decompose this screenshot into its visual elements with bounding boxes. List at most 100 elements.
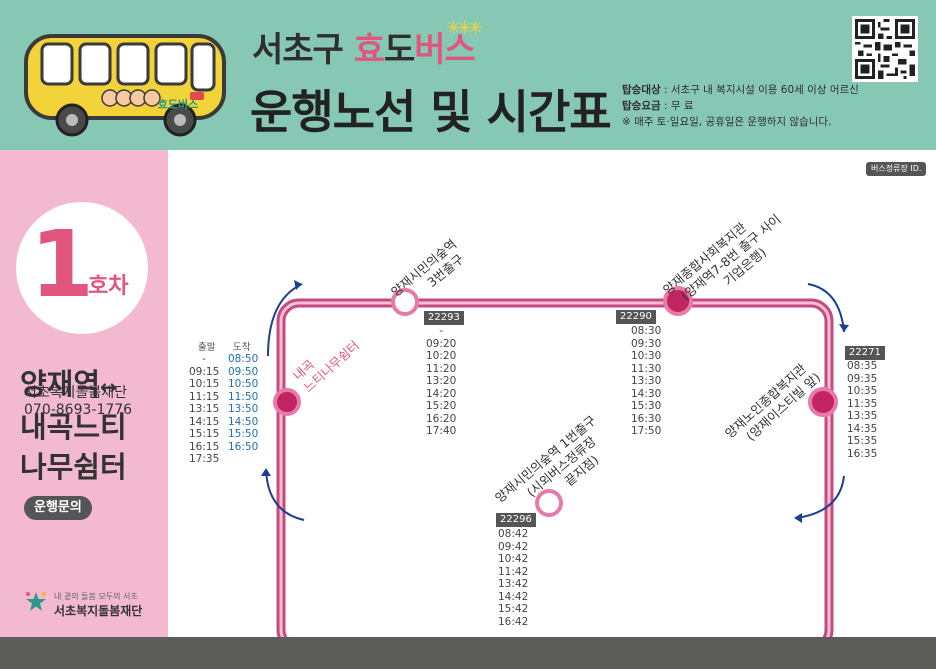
direction-arrow-sw: [265, 469, 305, 521]
page-title: 운행노선 및 시간표: [250, 85, 612, 139]
stop-22271-time: 14:35: [847, 422, 878, 435]
stop-22293-time: 15:20: [426, 400, 457, 412]
origin-arrive-time: 16:50: [228, 440, 259, 453]
brand-prefix: 서초구: [252, 30, 354, 70]
stop-marker-22290: [663, 286, 693, 316]
route-loop-inner: [279, 301, 831, 637]
origin-depart-time: 14:15: [189, 415, 220, 428]
service-notice: ※ 매주 토·일요일, 공휴일은 운행하지 않습니다.: [622, 116, 832, 128]
route-name-line3: 나무쉼터: [20, 450, 127, 484]
brand-do: 도: [383, 30, 415, 70]
inquiry-phone[interactable]: 070-8693-1776: [24, 402, 133, 418]
origin-arrive-time: 09:50: [228, 365, 259, 378]
bus-illustration: 효도버스: [24, 34, 226, 137]
stop-22296-time: 14:42: [498, 590, 529, 603]
stop-22271-time: 13:35: [847, 410, 878, 422]
direction-arrow-se: [795, 475, 845, 519]
origin-depart-time: 11:15: [189, 390, 220, 403]
origin-arrive-time: 15:50: [228, 428, 259, 440]
brand-bus: 버스: [414, 30, 476, 70]
stop-22290-time: 16:30: [631, 412, 662, 425]
stop-22271-time: 11:35: [847, 397, 878, 410]
stop-22296-time: 15:42: [498, 603, 529, 615]
foundation-slogan: 내 곁의 돌봄 모두의 서초: [54, 592, 138, 601]
inquiry-org: 서초복지돌봄재단: [24, 385, 128, 401]
fare-value: : 무 료: [660, 100, 694, 112]
stop-22293-time: 14:20: [426, 387, 457, 400]
boarding-info: 탑승대상 : 서초구 내 복지시설 이용 60세 이상 어르신 탑승요금 : 무…: [622, 82, 859, 130]
stop-22290-time: 08:30: [631, 325, 662, 337]
footer-band: [0, 637, 936, 669]
stop-22290-time: 14:30: [631, 387, 662, 400]
brand-title: 서초구 효도버스: [252, 22, 476, 71]
stop-22271-time: 10:35: [847, 385, 878, 397]
route-number: 1: [30, 211, 95, 318]
origin-depart-time: 13:15: [189, 403, 220, 415]
target-label: 탑승대상: [622, 84, 661, 96]
foundation-logo-icon: [26, 592, 46, 611]
stop-marker-22296: [535, 489, 563, 517]
stop-22290-time: 17:50: [631, 425, 662, 437]
origin-depart-time: 09:15: [189, 365, 220, 378]
stop-22271-time: 16:35: [847, 447, 878, 460]
stop-22296-time: 09:42: [498, 540, 529, 553]
inquiry-badge: 운행문의: [24, 496, 92, 520]
brand-hyo: 효: [353, 30, 385, 70]
arrive-header: 도착: [233, 342, 251, 353]
bus-side-label: 효도버스: [158, 97, 198, 111]
origin-arrive-time: 14:50: [228, 415, 259, 428]
bidirectional-arrow-icon: ↔: [100, 375, 117, 399]
sparkle-icon: ✳✳✳: [446, 18, 483, 39]
stop-22271-time: 08:35: [847, 360, 878, 372]
stop-22271-time: 09:35: [847, 372, 878, 385]
origin-arrive-time: 10:50: [228, 378, 259, 390]
stop-22290-time: 11:30: [631, 362, 662, 375]
bus-stop-id-legend: 버스정류장 ID.: [866, 162, 927, 176]
stop-22296-time: 13:42: [498, 578, 529, 590]
origin-arrive-time: 11:50: [228, 390, 259, 403]
stop-22290-time: 13:30: [631, 375, 662, 387]
route-name: 양재역↔ 내곡느티 나무쉼터: [20, 364, 127, 487]
route-unit: 호차: [88, 274, 129, 299]
stop-22293-time: 11:20: [426, 362, 457, 375]
header-banner: 효도버스 서초구 효도버스 ✳✳✳ 운행노선 및 시간표 탑승대상 : 서초구 …: [0, 0, 936, 150]
stop-22296-time: 16:42: [498, 615, 529, 628]
origin-depart-time: 15:15: [189, 428, 220, 440]
origin-depart-time: 10:15: [189, 378, 220, 390]
stop-22290-time: 15:30: [631, 400, 662, 412]
stop-id-22296: 22296: [496, 513, 536, 527]
fare-label: 탑승요금: [622, 100, 661, 112]
stop-id-22271: 22271: [845, 346, 885, 360]
stop-marker-origin: [273, 388, 301, 416]
stop-22293-time: 17:40: [426, 425, 457, 437]
stop-22296-time: 10:42: [498, 553, 529, 565]
origin-arrive-time: 08:50: [228, 353, 259, 365]
origin-depart-time: 17:35: [189, 453, 220, 465]
target-value: : 서초구 내 복지시설 이용 60세 이상 어르신: [660, 84, 859, 96]
stop-22293-time: 13:20: [426, 375, 457, 387]
stop-22293-time: 09:20: [426, 337, 457, 350]
route-name-line2: 내곡느티: [20, 410, 127, 444]
origin-depart-time: 16:15: [189, 440, 220, 453]
stop-22293-time: -: [439, 325, 444, 337]
route-map: [168, 150, 936, 637]
route-loop-diagram: [261, 280, 849, 637]
stop-22271-time: 15:35: [847, 435, 878, 447]
origin-arrive-time: 13:50: [228, 403, 259, 415]
stop-marker-22293: [391, 288, 419, 316]
stop-22296-time: 08:42: [498, 528, 529, 540]
foundation-name: 서초복지돌봄재단: [54, 604, 143, 618]
stop-id-22293: 22293: [424, 311, 464, 325]
stop-marker-22271: [808, 387, 838, 417]
stop-22290-time: 10:30: [631, 350, 662, 362]
origin-depart-time: -: [202, 353, 207, 365]
stop-id-22290: 22290: [616, 310, 656, 324]
stop-22293-time: 16:20: [426, 412, 457, 425]
qr-code-icon[interactable]: [852, 16, 918, 82]
